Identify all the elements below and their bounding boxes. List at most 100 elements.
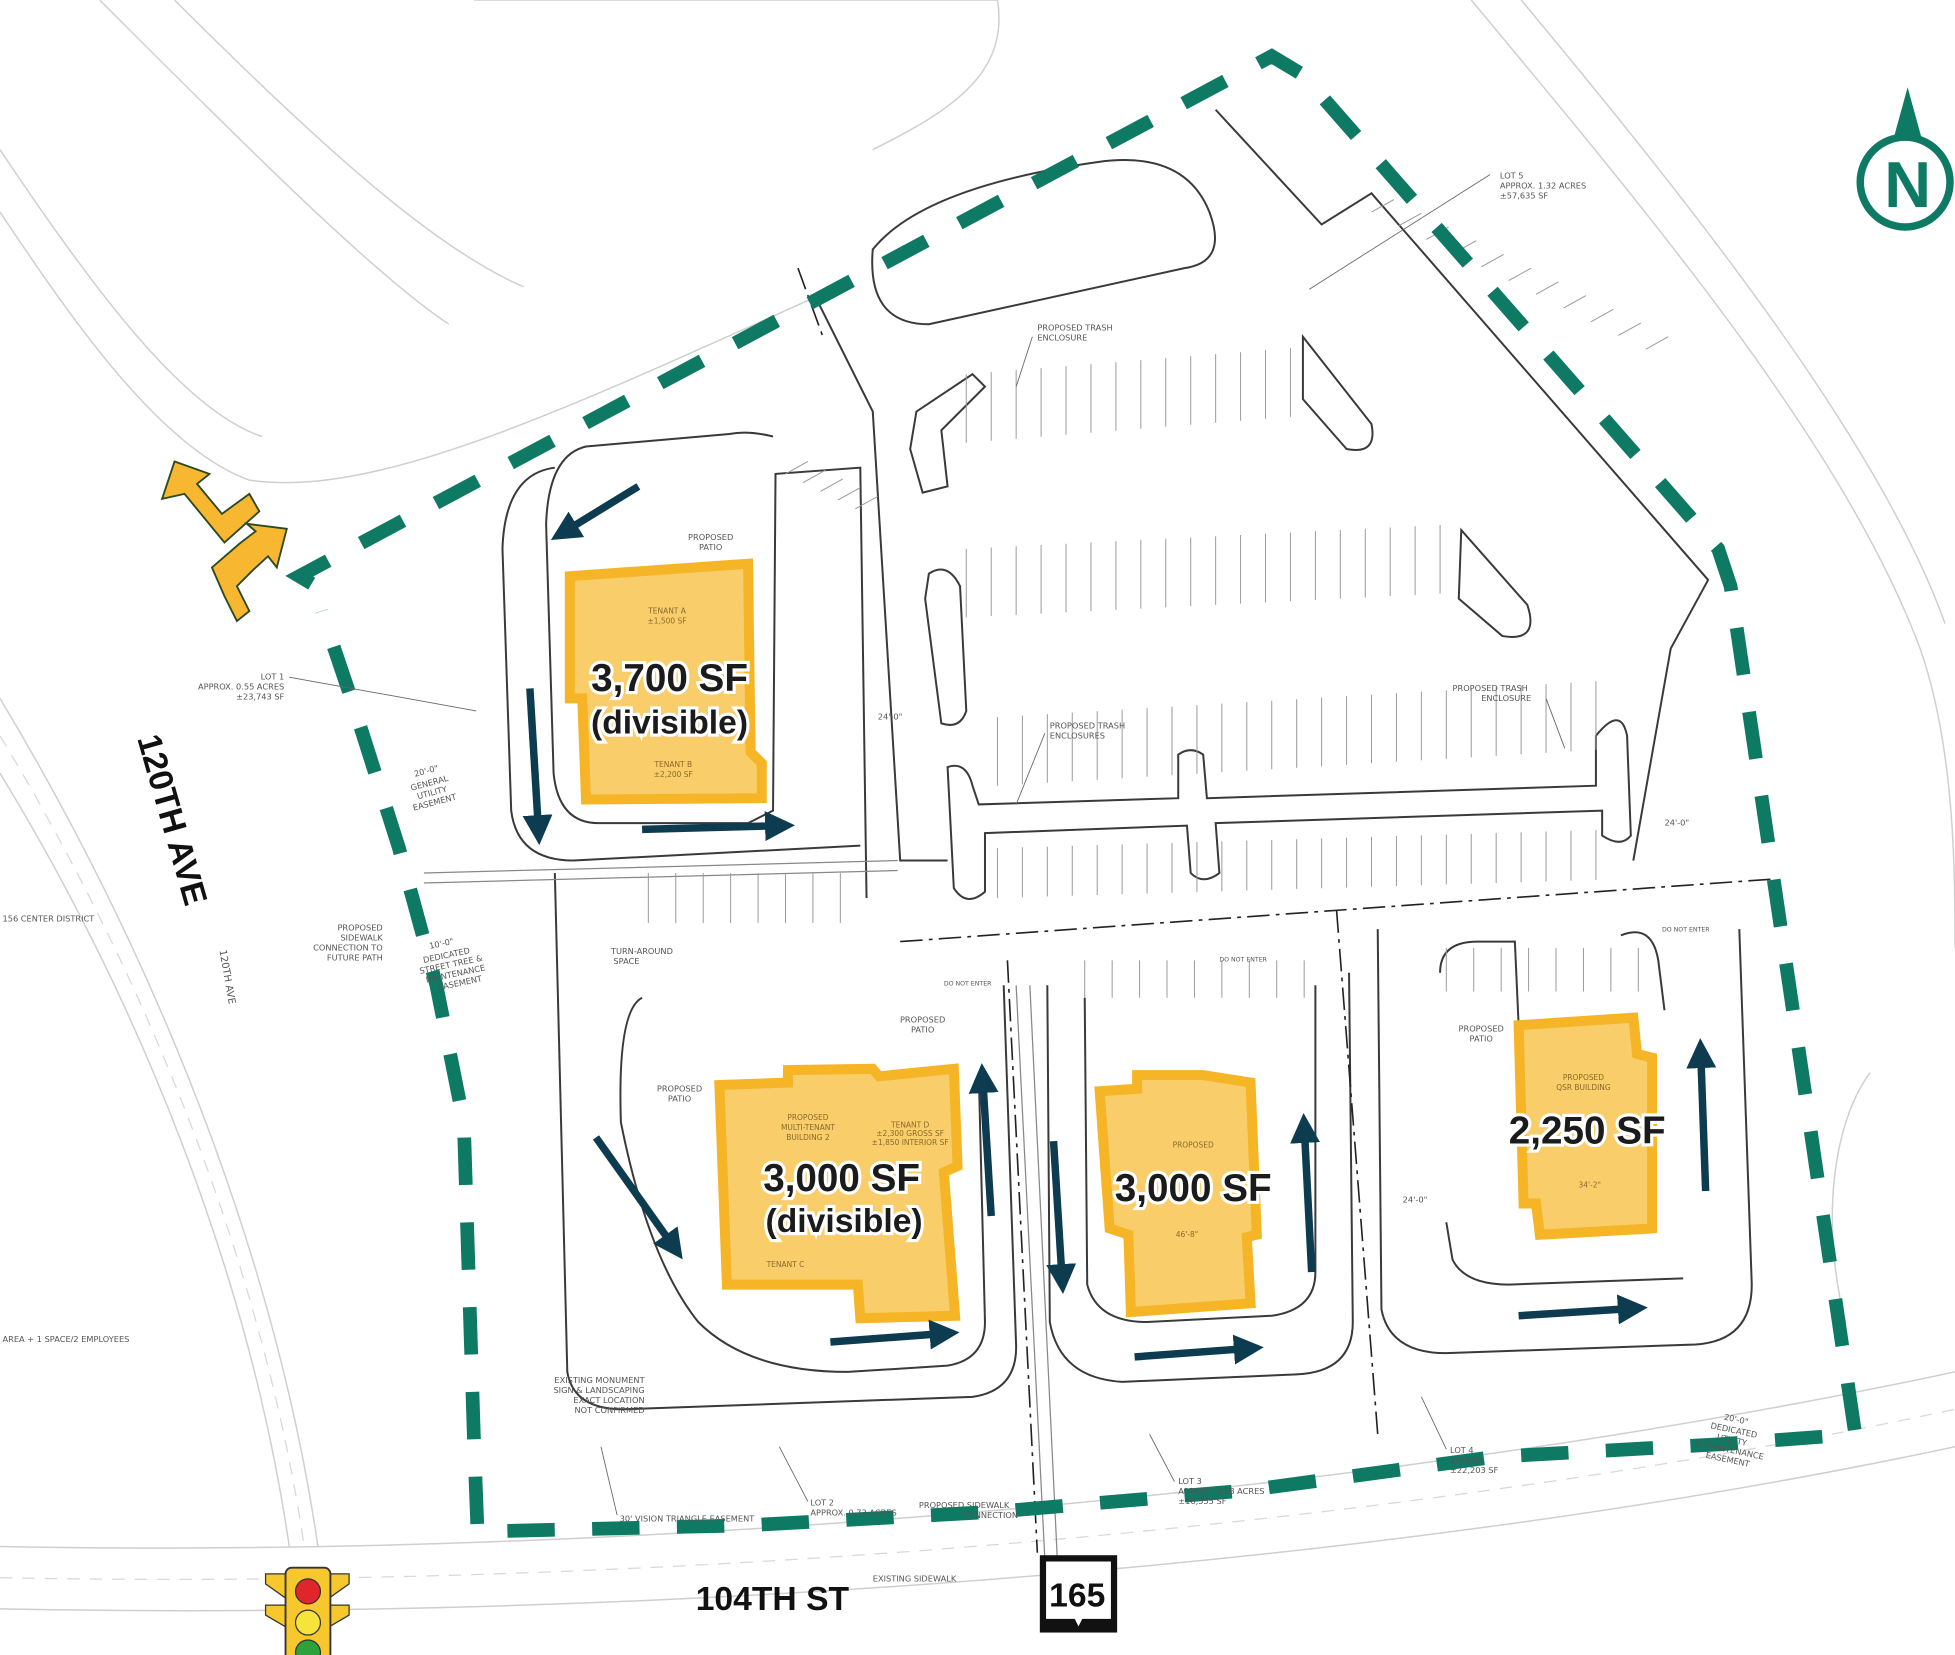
lot-3-sf: ±16,555 SF [1178, 1496, 1226, 1506]
drive-width-label: 24'-0" [1664, 818, 1689, 828]
building-2-divisible: (divisible) [766, 1203, 923, 1240]
tenant-a-label: TENANT A [647, 607, 686, 616]
patio-label: PATIO [668, 1093, 691, 1103]
patio-label: PATIO [1470, 1033, 1493, 1043]
trash-enclosure-label: PROPOSED TRASH [1050, 720, 1125, 730]
drive-width-label: 24'-0" [1403, 1194, 1428, 1204]
lot-1-label: LOT 1 [261, 672, 285, 682]
building-3[interactable]: PROPOSED 46'-8" 3,000 SF [1094, 1070, 1275, 1318]
parking-stall-line [1535, 281, 1559, 295]
flow-arrow-icon [1290, 1112, 1321, 1273]
lot-5-sf: ±57,635 SF [1500, 190, 1548, 200]
sidewalk-connection-label: PROPOSED SIDEWALK [919, 1500, 1010, 1510]
parking-stall-line [785, 461, 809, 475]
turn-around-label: SPACE [613, 956, 639, 966]
parking-stall-line [1618, 322, 1642, 336]
parking-stall-line [837, 487, 861, 501]
sidewalk-label: CONNECTION TO [313, 942, 383, 952]
flow-arrow-icon [1046, 1140, 1077, 1295]
street-label-120th-ave: 120TH AVE [129, 730, 213, 909]
flow-arrow-icon [968, 1063, 999, 1217]
do-not-enter-label: DO NOT ENTER [944, 980, 992, 987]
flow-arrow-icon [592, 1135, 683, 1260]
existing-roads [0, 0, 1955, 1612]
street-label-104th-st: 104TH ST [696, 1581, 850, 1618]
parking-stall-line [820, 478, 844, 492]
flow-arrow-icon [522, 688, 553, 846]
district-label: 156 CENTER DISTRICT [2, 914, 95, 924]
parking-stall-line [802, 469, 826, 484]
lot-4-acres: APPROX. [1450, 1455, 1485, 1465]
trash-enclosure-label: ENCLOSURE [1037, 332, 1087, 342]
parking-stall-line [1398, 212, 1422, 227]
lot-4-sf: ±22,203 SF [1450, 1465, 1498, 1475]
turn-arrow-icon [160, 460, 288, 623]
lot-1-sf: ±23,743 SF [236, 692, 284, 702]
building-2-title-line: MULTI-TENANT [781, 1123, 835, 1132]
monument-sign-label: NOT CONFIRMED [575, 1405, 645, 1415]
building-2-area: 3,000 SF [763, 1157, 920, 1200]
do-not-enter-label: DO NOT ENTER [1662, 927, 1710, 934]
lot-1-acres: APPROX. 0.55 ACRES [198, 682, 284, 692]
flow-arrow-icon [1518, 1294, 1648, 1325]
state-route-shield-icon: 165 [1039, 1555, 1118, 1633]
do-not-enter-label: DO NOT ENTER [1219, 957, 1267, 964]
monument-sign-label: SIGN & LANDSCAPING [553, 1385, 644, 1395]
flow-arrow-icon [1134, 1334, 1264, 1365]
traffic-flow-arrows [522, 483, 1717, 1365]
tenant-a-area: ±1,500 SF [648, 617, 687, 626]
patio-label: PROPOSED [900, 1015, 945, 1025]
east-easement: 20'-0" [1723, 1412, 1749, 1427]
site-boundary [285, 48, 1864, 1539]
tenant-b-label: TENANT B [653, 760, 692, 769]
tenant-d-interior: ±1,850 INTERIOR SF [872, 1138, 949, 1147]
parking-stall-line [1371, 199, 1395, 213]
building-1-area: 3,700 SF [591, 657, 748, 700]
lot-5-acres: APPROX. 1.32 ACRES [1500, 180, 1586, 190]
flow-arrow-icon [1686, 1038, 1717, 1192]
trash-enclosure-label: ENCLOSURE [1481, 693, 1531, 703]
street-label-120th-ave-small: 120TH AVE [216, 949, 236, 1005]
tenant-b-area: ±2,200 SF [654, 770, 693, 779]
sidewalk-connection-label: CONNECTION [963, 1510, 1018, 1520]
patio-label: PATIO [699, 542, 722, 552]
building-1-divisible: (divisible) [591, 704, 748, 741]
vision-triangle-label: 30' VISION TRIANGLE EASEMENT [620, 1514, 756, 1524]
trash-enclosure-label: PROPOSED TRASH [1037, 322, 1112, 332]
building-2-title-line: BUILDING 2 [786, 1133, 829, 1142]
north-arrow-icon: N [1856, 87, 1954, 231]
parking-lots [423, 109, 1753, 1559]
patio-label: PROPOSED [1459, 1023, 1504, 1033]
drive-width-label: 24'-0" [878, 712, 903, 722]
street-tree-easement: 10'-0" [428, 936, 454, 951]
tenant-d-label: TENANT D [890, 1120, 929, 1129]
trash-enclosure-label: PROPOSED TRASH [1453, 683, 1528, 693]
tenant-c-label: TENANT C [766, 1260, 805, 1269]
patio-label: PROPOSED [688, 532, 733, 542]
annotations: LOT 5 APPROX. 1.32 ACRES ±57,635 SF LOT … [2, 170, 1764, 1583]
building-3-area: 3,000 SF [1115, 1167, 1272, 1210]
route-number: 165 [1049, 1577, 1105, 1614]
parking-stall-line [1563, 295, 1587, 309]
building-4-area: 2,250 SF [1509, 1110, 1666, 1153]
building-4[interactable]: PROPOSED QSR BUILDING 34'-2" 2,250 SF [1506, 1012, 1669, 1240]
building-2-title: PROPOSED [787, 1113, 828, 1122]
flow-arrow-icon [550, 483, 641, 541]
building-2[interactable]: PROPOSED MULTI-TENANT BUILDING 2 TENANT … [714, 1063, 963, 1324]
property-lines [797, 267, 1771, 1553]
sidewalk-label: PROPOSED [337, 922, 382, 932]
building-4-dimension: 34'-2" [1578, 1180, 1600, 1189]
parking-stall-line [1590, 308, 1614, 323]
turn-around-label: TURN-AROUND [610, 946, 673, 956]
parking-stall-line [1645, 336, 1669, 350]
building-4-title-line: QSR BUILDING [1556, 1083, 1611, 1092]
building-1[interactable]: TENANT A ±1,500 SF TENANT B ±2,200 SF 3,… [564, 558, 767, 805]
patio-label: PATIO [911, 1025, 934, 1035]
building-4-title: PROPOSED [1563, 1073, 1604, 1082]
trash-enclosure-label: ENCLOSURES [1050, 730, 1105, 740]
existing-sidewalk-label: EXISTING SIDEWALK [873, 1573, 957, 1583]
lot-5-label: LOT 5 [1500, 170, 1524, 180]
monument-sign-label: EXISTING MONUMENT [554, 1375, 645, 1385]
